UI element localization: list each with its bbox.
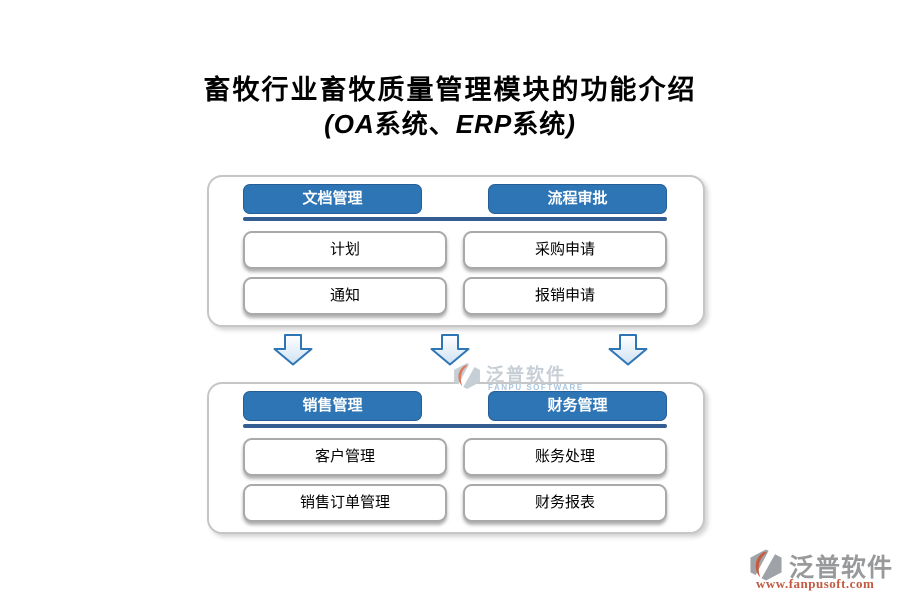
- subtitle-close-paren: ): [566, 109, 576, 139]
- watermark-url-text: www.fanpusoft.com: [756, 576, 875, 591]
- subtitle-erp: ERP: [455, 109, 513, 139]
- corner-watermark: 泛普软件 www.fanpusoft.com: [746, 545, 896, 593]
- page-subtitle: (OA系统、ERP系统): [0, 104, 900, 141]
- header-sales-management: 销售管理: [243, 391, 422, 421]
- down-arrow-icon: [608, 334, 648, 366]
- header-document-management: 文档管理: [243, 184, 422, 214]
- item-customer-management: 客户管理: [243, 438, 447, 476]
- item-reimbursement-request: 报销申请: [463, 277, 667, 315]
- panel-business-modules: 销售管理 财务管理 客户管理 账务处理 销售订单管理 财务报表: [207, 382, 705, 534]
- panel-divider-line: [243, 424, 667, 428]
- down-arrow-icon: [430, 334, 470, 366]
- watermark-brand-subtext: FANPU SOFTWARE: [488, 383, 584, 392]
- item-notice: 通知: [243, 277, 447, 315]
- item-account-processing: 账务处理: [463, 438, 667, 476]
- item-plan: 计划: [243, 231, 447, 269]
- panel-office-modules: 文档管理 流程审批 计划 采购申请 通知 报销申请: [207, 175, 705, 327]
- item-financial-reports: 财务报表: [463, 484, 667, 522]
- header-finance-management: 财务管理: [488, 391, 667, 421]
- fanpu-logo-icon: [750, 549, 782, 581]
- subtitle-open-paren: (: [324, 109, 334, 139]
- subtitle-system2: 系统: [512, 109, 567, 139]
- watermark-brand-text: 泛普软件: [486, 365, 566, 385]
- subtitle-oa: OA: [333, 109, 375, 139]
- subtitle-system1: 系统、: [374, 109, 456, 139]
- fanpu-logo-icon: [454, 363, 480, 389]
- center-watermark: 泛普软件 FANPU SOFTWARE: [452, 359, 582, 397]
- page-title: 畜牧行业畜牧质量管理模块的功能介绍: [203, 75, 697, 105]
- item-sales-order-management: 销售订单管理: [243, 484, 447, 522]
- header-process-approval: 流程审批: [488, 184, 667, 214]
- down-arrow-icon: [273, 334, 313, 366]
- watermark-brand-text: 泛普软件: [789, 554, 894, 582]
- item-purchase-request: 采购申请: [463, 231, 667, 269]
- panel-divider-line: [243, 217, 667, 221]
